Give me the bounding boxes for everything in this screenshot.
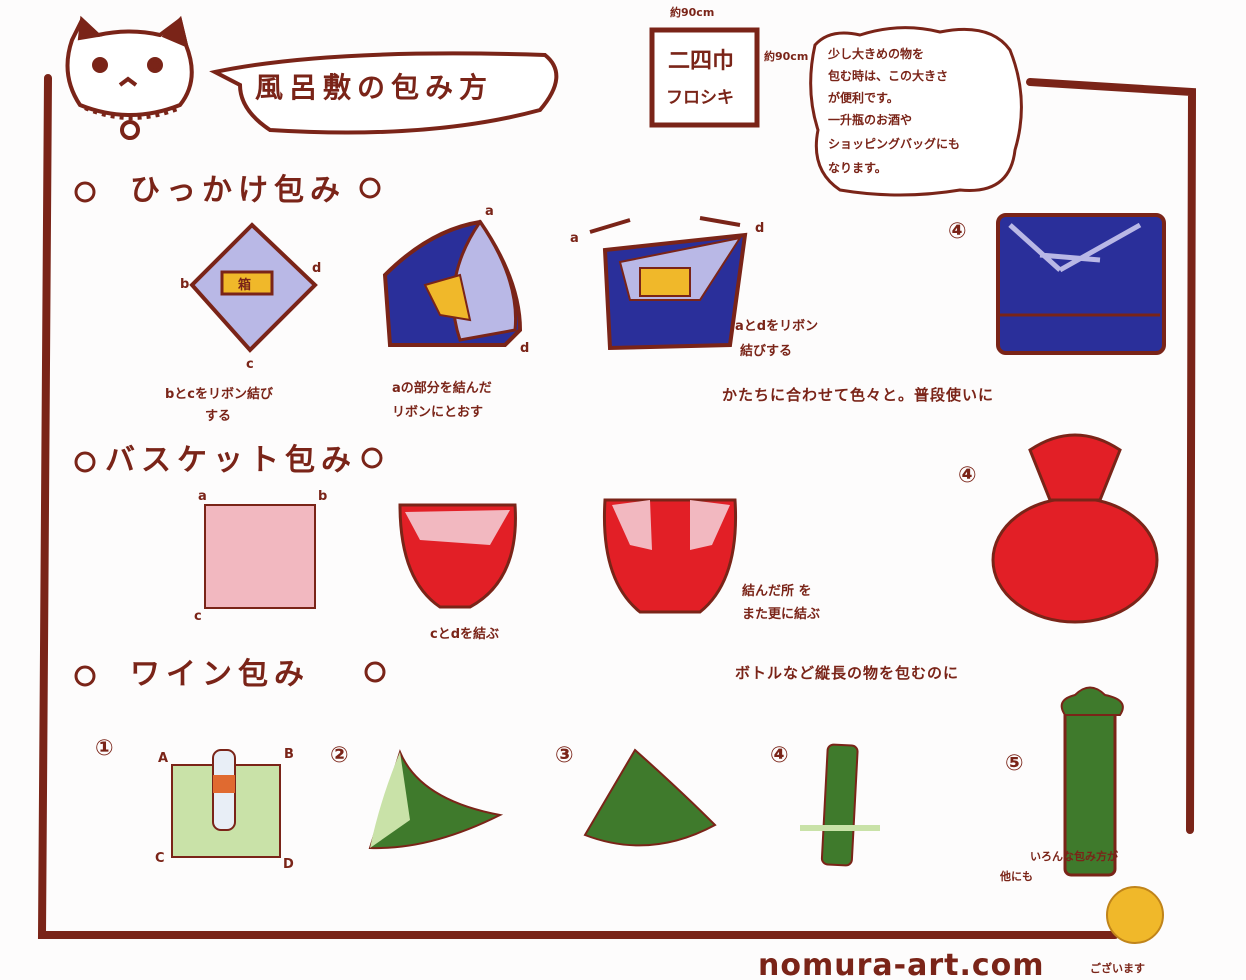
footer-illustration: 他にも いろんな包み方が ございます nomura-art.com — [758, 849, 1164, 980]
page-title: 風呂敷の包み方 — [255, 71, 493, 104]
size-box-name2: フロシキ — [666, 88, 734, 108]
wine-caption: ボトルなど縦長の物を包むのに — [735, 664, 959, 682]
step-number: ① — [95, 736, 114, 761]
spiral-icons — [74, 177, 386, 687]
corner-b: b — [180, 277, 189, 292]
basket-step3: 結んだ所 をまた更に結ぶ — [602, 498, 820, 622]
basket-step3-caption: 結んだ所 をまた更に結ぶ — [742, 583, 820, 622]
box-label: 箱 — [238, 277, 251, 293]
heading-basket: バスケット包み — [105, 443, 357, 478]
wine-step4 — [800, 743, 880, 867]
step-number: ② — [330, 743, 349, 768]
size-width: 約90cm — [670, 5, 714, 19]
corner-a: a — [570, 231, 579, 246]
hikkake-step1: 箱 b d c bとcをリボン結びする — [165, 222, 321, 424]
heading-wine: ワイン包み — [130, 657, 310, 692]
corner-c: c — [246, 357, 254, 372]
frame-border — [37, 74, 1197, 939]
hikkake-step2: a d aの部分を結んだリボンにとおす — [382, 204, 529, 420]
step-number: ④ — [948, 219, 967, 244]
hikkake-step4: ④ かたちに合わせて色々と。普段使いに — [722, 213, 1166, 404]
size-box: 二四巾 フロシキ 約90cm 約90cm — [649, 5, 808, 128]
step-number: ④ — [958, 463, 977, 488]
cat-icon — [65, 15, 194, 140]
wine-step3 — [583, 748, 717, 847]
step-number: ③ — [555, 743, 574, 768]
corner-C: C — [155, 851, 165, 866]
footer-note: 他にも いろんな包み方が ございます — [999, 849, 1145, 975]
corner-d: d — [520, 341, 529, 356]
hikkake-step1-caption: bとcをリボン結びする — [165, 386, 274, 424]
wine-step1: A B C D — [155, 747, 294, 872]
corner-a: a — [485, 204, 494, 219]
corner-D: D — [283, 857, 294, 872]
basket-step2-caption: cとdを結ぶ — [430, 626, 499, 642]
basket-step4: ④ — [958, 433, 1159, 624]
basket-step1: a b c — [194, 489, 327, 624]
corner-B: B — [284, 747, 294, 762]
site-url: nomura-art.com — [758, 948, 1045, 980]
corner-A: A — [158, 751, 168, 766]
cloud-note: 少し大きめの物を 包む時は、この大きさ が便利です。 一升瓶のお酒や ショッピン… — [809, 26, 1023, 197]
wine-step5 — [1060, 686, 1124, 877]
basket-step2: cとdを結ぶ — [398, 503, 517, 642]
corner-d: d — [312, 261, 321, 276]
corner-c: c — [194, 609, 202, 624]
corner-b: b — [318, 489, 327, 504]
wine-step2 — [368, 749, 504, 850]
wine-steps: ① ② ③ ④ ⑤ — [95, 736, 1024, 776]
hikkake-step2-caption: aの部分を結んだリボンにとおす — [392, 380, 492, 420]
corner-a: a — [198, 489, 207, 504]
step-number: ⑤ — [1005, 751, 1024, 776]
hikkake-step4-caption: かたちに合わせて色々と。普段使いに — [722, 386, 994, 404]
hikkake-step3: a d aとdをリボン結びする — [570, 216, 818, 359]
size-box-name: 二四巾 — [668, 49, 734, 74]
step-number: ④ — [770, 743, 789, 768]
corner-d: d — [755, 221, 764, 236]
heading-hikkake: ひっかけ包み — [130, 173, 346, 208]
hikkake-step3-caption: aとdをリボン結びする — [735, 318, 818, 359]
size-height: 約90cm — [764, 49, 808, 63]
title-bubble: 風呂敷の包み方 — [209, 51, 559, 135]
cloud-note-text: 少し大きめの物を 包む時は、この大きさ が便利です。 一升瓶のお酒や ショッピン… — [827, 46, 964, 175]
